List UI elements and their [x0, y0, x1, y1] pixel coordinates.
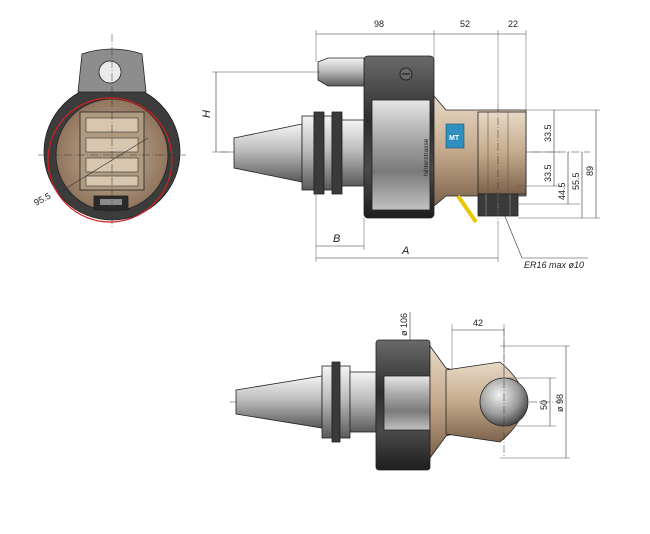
side-view: hinterstrasse MT 98 52 22 H — [201, 19, 600, 270]
top-view: 42 50 ø 98 ø 106 — [230, 312, 570, 471]
front-view-swing-circle — [47, 97, 173, 223]
dim-50: 50 — [539, 400, 549, 410]
dim-dia106: ø 106 — [399, 313, 409, 336]
dim-98: 98 — [374, 19, 384, 29]
dim-22: 22 — [508, 19, 518, 29]
side-view-flange — [301, 115, 315, 191]
side-view-top-stud — [317, 57, 365, 87]
front-view-bolt-hole — [98, 60, 122, 84]
side-view-coolant-pipe — [456, 194, 478, 224]
dim-33-5-upper: 33.5 — [543, 124, 553, 142]
front-view: 95.5 — [32, 34, 186, 228]
side-view-taper-shank — [233, 123, 303, 183]
dim-89: 89 — [585, 166, 595, 176]
top-view-taper-shank — [235, 375, 323, 429]
callout-collet: ER16 max ø10 — [524, 260, 584, 270]
dim-b: B — [333, 233, 340, 245]
side-view-brand-badge-text: MT — [449, 135, 460, 142]
side-view-body-lettering: hinterstrasse — [423, 138, 430, 176]
dim-33-5-lower: 33.5 — [543, 164, 553, 182]
dim-dia98: ø 98 — [555, 394, 565, 412]
dim-44-5: 44.5 — [557, 182, 567, 200]
dim-h: H — [201, 110, 213, 118]
dim-a: A — [401, 245, 409, 257]
side-view-brand-badge — [445, 123, 465, 149]
dim-52: 52 — [460, 19, 470, 29]
dim-r95-5: 95.5 — [32, 191, 52, 208]
dim-55-5: 55.5 — [571, 172, 581, 190]
dim-42: 42 — [473, 318, 483, 328]
